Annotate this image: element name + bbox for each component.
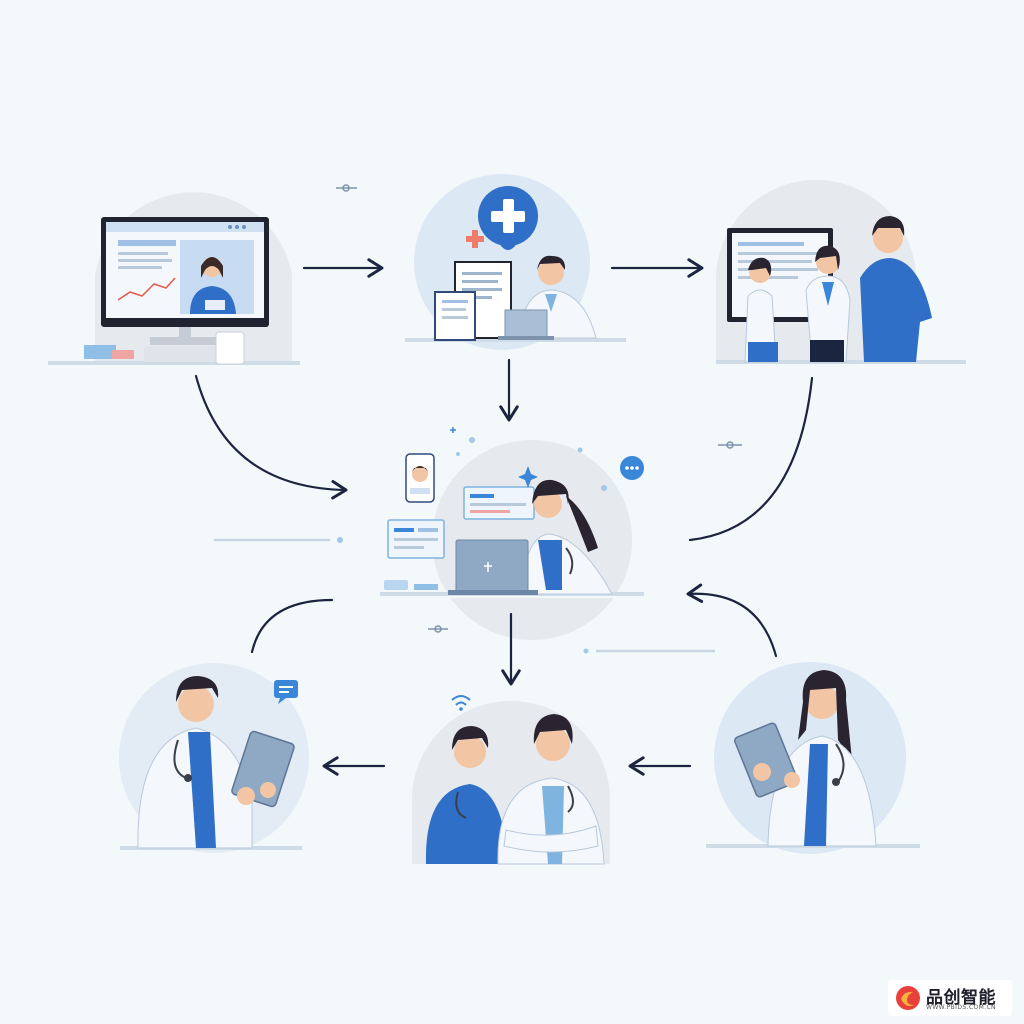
- arrow-left-doctor-to-hub: [250, 598, 334, 654]
- laptop-icon: [448, 539, 538, 595]
- scene-doctor-tablet-left: [119, 663, 309, 853]
- scene-telehealth-desktop: [48, 192, 300, 365]
- arrow-consultation-to-hub: [688, 376, 814, 542]
- tablet-icon: [734, 722, 798, 798]
- arrow-desktop-to-hub: [194, 374, 348, 500]
- people-group: [744, 216, 932, 363]
- flow-arrows: [194, 258, 814, 776]
- watermark: 品创智能 WWW.PBIDS.COM.CN: [888, 980, 1012, 1016]
- laptop-icon: [498, 309, 554, 340]
- brand-logo-icon: [896, 986, 920, 1010]
- scene-central-hub: [380, 427, 645, 640]
- watermark-url: WWW.PBIDS.COM.CN: [926, 1004, 996, 1011]
- medical-plus-icon: [478, 186, 538, 250]
- monitor-icon: [101, 217, 269, 345]
- phone-icon: [405, 453, 435, 503]
- arrow-right-doctor-to-hub: [686, 583, 778, 658]
- scene-medical-records: [405, 174, 626, 350]
- document-icon: [434, 261, 512, 341]
- chat-bubble-icon: [274, 680, 298, 704]
- scene-consultation: [716, 180, 966, 364]
- scene-care-team: [412, 695, 610, 865]
- watermark-name: 品创智能: [926, 988, 996, 1008]
- dashboard-icon: [387, 486, 535, 559]
- wifi-icon: [451, 695, 471, 711]
- scene-doctor-tablet-right: [706, 662, 920, 854]
- decorative-elements: [214, 184, 742, 654]
